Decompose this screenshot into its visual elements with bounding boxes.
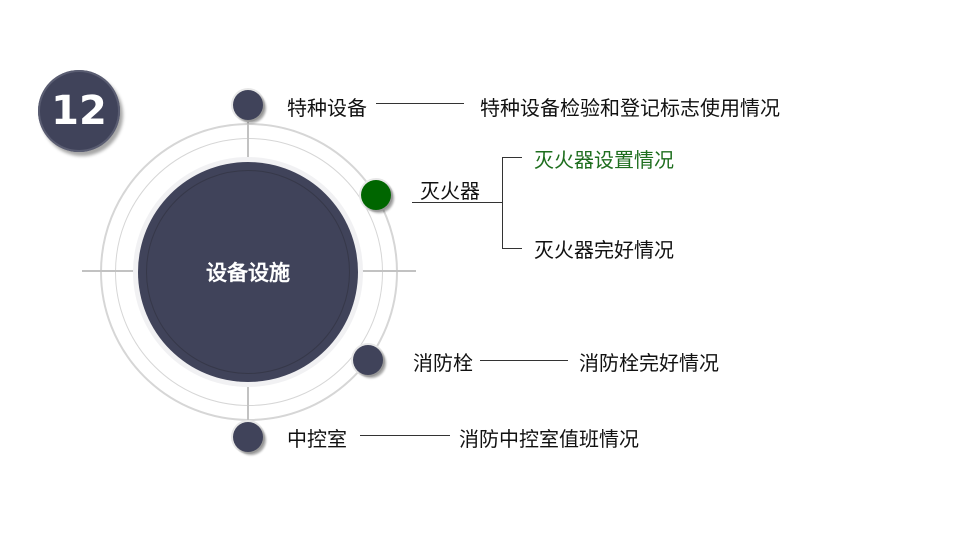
outer-ring [100, 123, 398, 421]
bracket-bottom [502, 248, 522, 249]
connector-line [480, 360, 568, 361]
connector-line [360, 435, 450, 436]
node-dot-special-equipment[interactable] [233, 90, 263, 120]
node-dot-extinguisher[interactable] [361, 180, 391, 210]
inner-ring [115, 138, 383, 406]
section-number: 12 [51, 88, 107, 134]
node-dot-hydrant[interactable] [353, 345, 383, 375]
node-dot-control-room[interactable] [233, 422, 263, 452]
central-hub: 设备设施 [138, 162, 358, 382]
hub-label: 设备设施 [206, 261, 290, 285]
branch-title-special-equipment: 特种设备 [287, 96, 367, 120]
connector-line [412, 202, 502, 203]
section-number-badge: 12 [38, 70, 120, 152]
branch-title-extinguisher: 灭火器 [420, 179, 480, 203]
branch-item: 灭火器完好情况 [534, 238, 674, 262]
branch-item: 消防中控室值班情况 [459, 427, 639, 451]
tick-bottom [247, 387, 249, 427]
connector-line [376, 103, 464, 104]
hub-inner-ring [146, 170, 350, 374]
branch-item-highlighted: 灭火器设置情况 [534, 148, 674, 172]
tick-right [361, 270, 416, 272]
tick-top [247, 118, 249, 158]
branch-item: 特种设备检验和登记标志使用情况 [480, 96, 780, 120]
bracket-top [502, 157, 522, 158]
branch-title-hydrant: 消防栓 [413, 351, 473, 375]
branch-title-control-room: 中控室 [287, 427, 347, 451]
tick-left [82, 270, 135, 272]
branch-item: 消防栓完好情况 [579, 351, 719, 375]
bracket-line [502, 157, 503, 248]
